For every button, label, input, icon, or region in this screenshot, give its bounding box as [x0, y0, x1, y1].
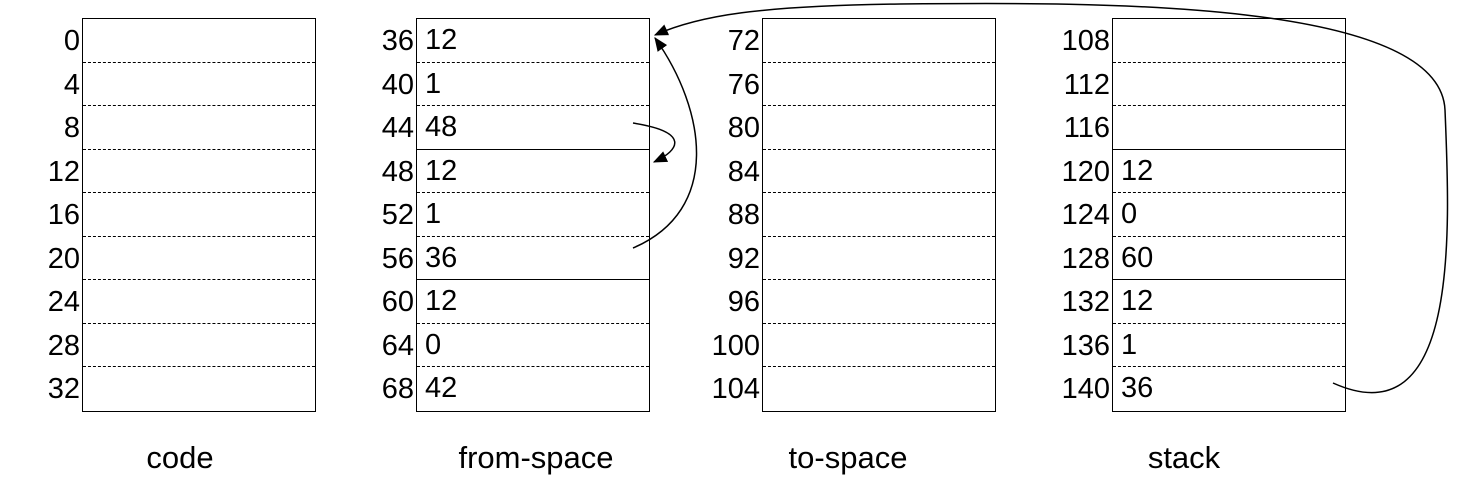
from-space-label: from-space [458, 440, 614, 475]
pointer-arrow-56-to-36 [632, 37, 698, 249]
memory-cell-44: 48 [417, 106, 649, 150]
from-space-block: 12 1 48 12 1 36 12 0 42 [416, 18, 650, 412]
cell-value-60: 12 [425, 285, 458, 317]
address-label-80: 80 [727, 112, 760, 144]
address-label-36: 36 [381, 25, 414, 57]
stack-label: stack [1147, 440, 1221, 475]
cell-value-64: 0 [425, 328, 442, 361]
address-label-76: 76 [727, 68, 760, 101]
address-label-52: 52 [381, 199, 414, 231]
memory-cell-48: 12 [417, 150, 649, 193]
memory-cell-60: 12 [417, 280, 649, 324]
address-label-140: 140 [1061, 373, 1110, 405]
address-label-20: 20 [47, 242, 80, 275]
memory-cell-24 [83, 280, 315, 324]
memory-cell-8 [83, 106, 315, 150]
address-label-64: 64 [381, 329, 414, 362]
memory-cell-88 [763, 193, 995, 237]
memory-cell-68: 42 [417, 367, 649, 411]
address-label-96: 96 [727, 286, 760, 318]
address-label-12: 12 [47, 155, 80, 188]
memory-cell-128: 60 [1113, 237, 1345, 280]
address-label-92: 92 [727, 242, 760, 275]
cell-value-140: 36 [1121, 372, 1154, 404]
cell-value-48: 12 [425, 154, 458, 187]
address-label-104: 104 [711, 373, 760, 405]
memory-cell-140: 36 [1113, 367, 1345, 411]
address-label-60: 60 [381, 286, 414, 318]
memory-cell-20 [83, 237, 315, 280]
address-label-132: 132 [1061, 286, 1110, 318]
memory-cell-72 [763, 19, 995, 63]
cell-value-132: 12 [1121, 285, 1154, 317]
address-label-16: 16 [47, 199, 80, 231]
address-label-112: 112 [1063, 68, 1110, 101]
address-label-4: 4 [63, 68, 80, 101]
pointer-arrow-stack-140-to-36 [653, 2, 1449, 394]
address-label-28: 28 [47, 329, 80, 362]
memory-cell-112 [1113, 63, 1345, 106]
address-label-0: 0 [63, 25, 80, 57]
address-label-48: 48 [381, 155, 414, 188]
address-label-40: 40 [381, 68, 414, 101]
address-label-56: 56 [381, 242, 414, 275]
cell-value-128: 60 [1121, 241, 1154, 274]
cell-value-44: 48 [425, 111, 458, 143]
to-space-block [762, 18, 996, 412]
memory-cell-16 [83, 193, 315, 237]
address-label-120: 120 [1061, 155, 1110, 188]
cell-value-36: 12 [425, 24, 458, 56]
memory-cell-84 [763, 150, 995, 193]
memory-cell-0 [83, 19, 315, 63]
memory-cell-132: 12 [1113, 280, 1345, 324]
address-label-44: 44 [381, 112, 414, 144]
address-label-116: 116 [1063, 112, 1110, 144]
address-label-128: 128 [1061, 242, 1110, 275]
memory-cell-56: 36 [417, 237, 649, 280]
memory-cell-108 [1113, 19, 1345, 63]
address-label-72: 72 [727, 25, 760, 57]
address-label-88: 88 [727, 199, 760, 231]
address-label-100: 100 [711, 329, 760, 362]
address-label-124: 124 [1061, 199, 1110, 231]
memory-cell-40: 1 [417, 63, 649, 106]
memory-cell-28 [83, 324, 315, 367]
address-label-24: 24 [47, 286, 80, 318]
memory-cell-12 [83, 150, 315, 193]
memory-cell-96 [763, 280, 995, 324]
cell-value-52: 1 [425, 198, 442, 230]
memory-cell-116 [1113, 106, 1345, 150]
cell-value-40: 1 [425, 67, 442, 100]
cell-value-136: 1 [1121, 328, 1138, 361]
memory-cell-100 [763, 324, 995, 367]
code-label: code [146, 440, 214, 475]
address-label-68: 68 [381, 373, 414, 405]
cell-value-120: 12 [1121, 154, 1154, 187]
memory-cell-52: 1 [417, 193, 649, 237]
memory-cell-120: 12 [1113, 150, 1345, 193]
memory-cell-36: 12 [417, 19, 649, 63]
memory-cell-76 [763, 63, 995, 106]
stack-block: 12 0 60 12 1 36 [1112, 18, 1346, 412]
memory-cell-124: 0 [1113, 193, 1345, 237]
cell-value-68: 42 [425, 372, 458, 404]
memory-cell-136: 1 [1113, 324, 1345, 367]
memory-cell-80 [763, 106, 995, 150]
memory-cell-64: 0 [417, 324, 649, 367]
code-block [82, 18, 316, 412]
cell-value-56: 36 [425, 241, 458, 274]
address-label-8: 8 [63, 112, 80, 144]
address-label-32: 32 [47, 373, 80, 405]
address-label-136: 136 [1061, 329, 1110, 362]
to-space-label: to-space [788, 440, 908, 475]
cell-value-124: 0 [1121, 198, 1138, 230]
memory-cell-4 [83, 63, 315, 106]
address-label-108: 108 [1061, 25, 1110, 57]
address-label-84: 84 [727, 155, 760, 188]
pointer-arrow-44-to-48 [632, 122, 676, 163]
memory-cell-92 [763, 237, 995, 280]
